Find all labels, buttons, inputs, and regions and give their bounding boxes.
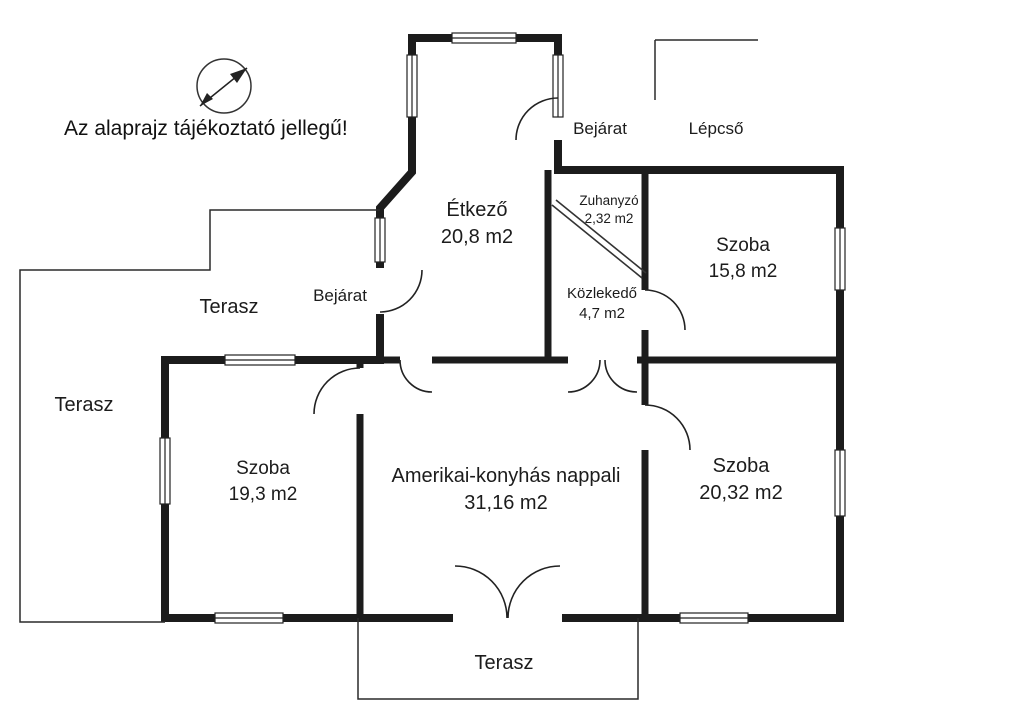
room-name: Közlekedő [566,285,638,302]
label-terrace-upper: Terasz [199,296,259,318]
room-name: Amerikai-konyhás nappali [391,465,621,487]
room-area: 15,8 m2 [708,260,778,282]
room-label-dining: Étkező 20,8 m2 [441,197,513,251]
door-arcs [313,97,691,619]
room-name: Zuhanyzó [579,193,639,208]
shower-diagonal-lines [551,199,647,279]
room-area: 20,32 m2 [699,482,783,504]
interior-walls [356,170,840,618]
room-area: 19,3 m2 [228,483,298,505]
room-label-small-room: Szoba 15,8 m2 [709,233,778,284]
room-area: 20,8 m2 [440,226,514,248]
room-label-left-room: Szoba 19,3 m2 [229,456,298,507]
room-area: 2,32 m2 [584,211,634,227]
label-entrance-top: Bejárat [573,119,627,138]
room-label-living: Amerikai-konyhás nappali 31,16 m2 [391,463,620,517]
label-stairs: Lépcső [688,119,744,138]
disclaimer-text: Az alaprajz tájékoztató jellegű! [64,117,348,140]
windows [159,32,846,624]
compass-north-icon [196,58,252,114]
room-label-right-room: Szoba 20,32 m2 [699,453,782,507]
room-name: Étkező [446,199,508,221]
label-terrace-bottom: Terasz [474,652,534,674]
room-label-hall: Közlekedő 4,7 m2 [567,284,637,325]
room-name: Szoba [712,455,770,477]
room-label-shower: Zuhanyzó 2,32 m2 [579,192,638,228]
room-area: 31,16 m2 [464,492,548,514]
terrace-outlines [19,39,758,700]
room-name: Szoba [236,458,290,479]
label-entrance-left: Bejárat [313,286,367,305]
room-name: Szoba [716,235,770,256]
label-terrace-left: Terasz [54,394,114,416]
room-area: 4,7 m2 [579,305,625,323]
